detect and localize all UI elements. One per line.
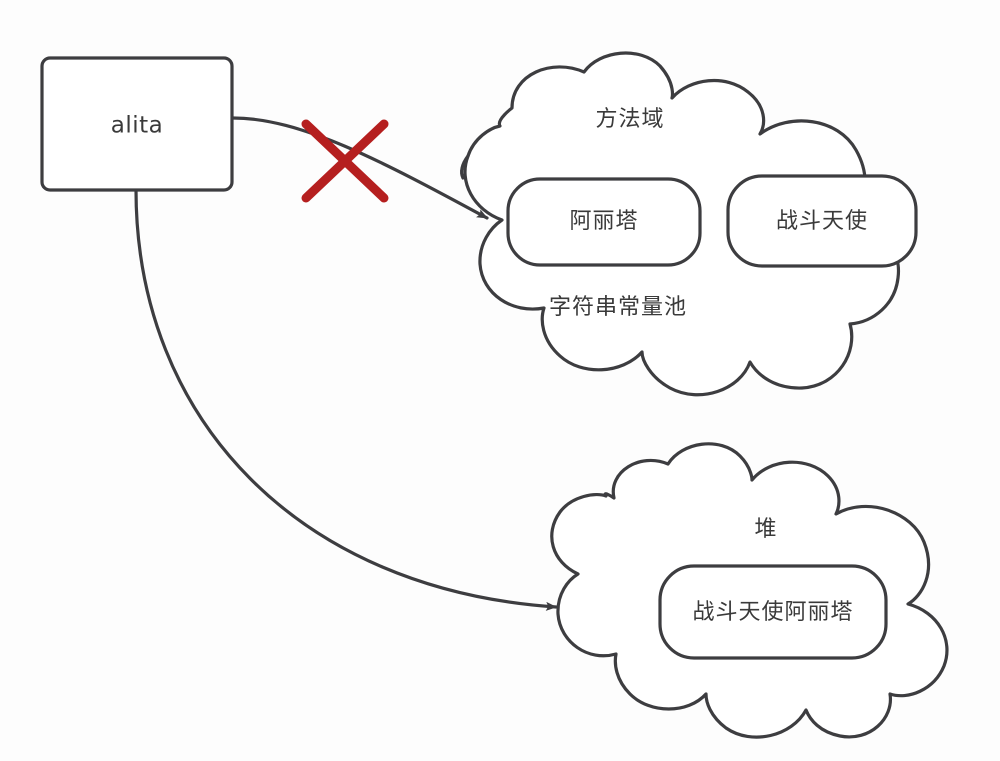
string-pool-item-label-2: 战斗天使 [775,209,869,234]
string-pool-item-box-1 [506,177,702,267]
heap-title: 堆 [754,517,778,542]
blocked-cross-icon [301,119,389,203]
variable-box [40,56,234,192]
connector-to-string-pool [231,116,489,220]
method-area-cloud-notch [460,154,470,180]
string-constant-pool-label: 字符串常量池 [548,295,688,320]
method-area-title: 方法域 [595,107,665,132]
heap-item-label-1: 战斗天使阿丽塔 [692,600,854,625]
connector-to-heap [134,188,558,611]
string-pool-item-label-1: 阿丽塔 [569,209,639,234]
heap-item-box-1 [658,564,888,660]
variable-box-label: alita [110,112,164,139]
string-pool-item-box-2 [726,174,918,268]
